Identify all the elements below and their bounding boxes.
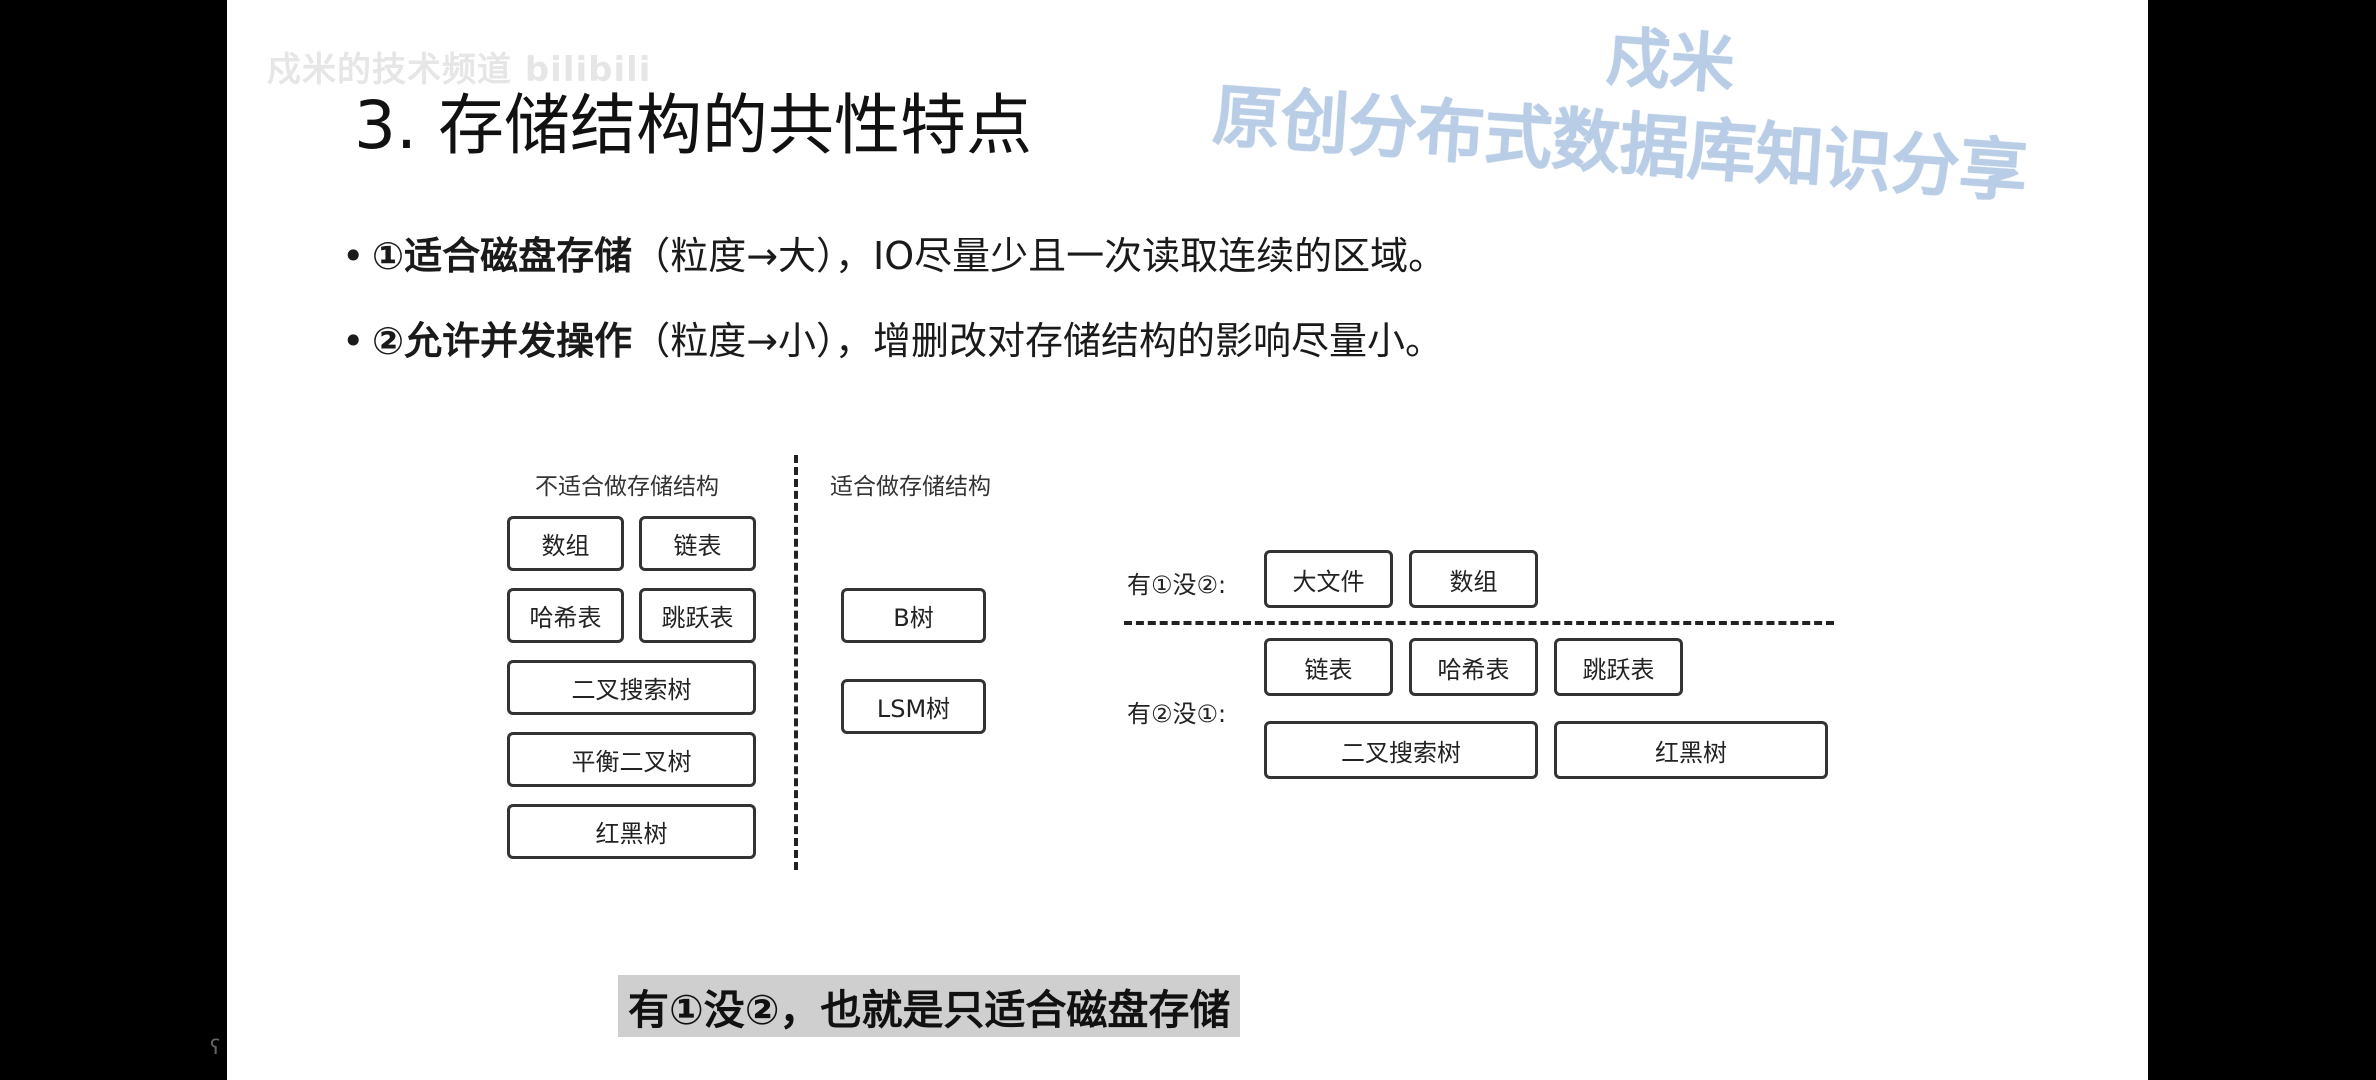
box-skip-list: 跳跃表: [639, 588, 756, 643]
box-array: 数组: [507, 516, 624, 571]
corner-mark: ʕ: [210, 1035, 221, 1059]
box-array-2: 数组: [1409, 550, 1538, 608]
video-subtitle: 有①没②，也就是只适合磁盘存储: [618, 975, 1241, 1037]
bullet-2: •②允许并发操作（粒度→小），增删改对存储结构的影响尽量小。: [342, 310, 1443, 365]
row2-label: 有②没①:: [1127, 700, 1227, 728]
bullet-2-rest: （粒度→小），增删改对存储结构的影响尽量小。: [632, 319, 1444, 363]
box-lsm-tree: LSM树: [841, 679, 986, 734]
bullet-1: •①适合磁盘存储（粒度→大），IO尽量少且一次读取连续的区域。: [342, 225, 1446, 280]
bullet-dot: •: [342, 234, 365, 278]
bullet-1-rest: （粒度→大），IO尽量少且一次读取连续的区域。: [632, 234, 1447, 278]
box-skip-list-2: 跳跃表: [1554, 638, 1683, 696]
box-large-file: 大文件: [1264, 550, 1393, 608]
bullet-dot: •: [342, 319, 365, 363]
box-bst: 二叉搜索树: [507, 660, 756, 715]
slide: 戍米的技术频道 bilibili 戍米 原创分布式数据库知识分享 3. 存储结构…: [227, 0, 2148, 1080]
box-b-tree: B树: [841, 588, 986, 643]
structure-diagram: 不适合做存储结构 适合做存储结构 数组 链表 哈希表 跳跃表 二叉搜索树 平衡二…: [227, 0, 2148, 1080]
suitable-label: 适合做存储结构: [830, 474, 991, 500]
box-hash-table: 哈希表: [507, 588, 624, 643]
bullet-2-bold: ②允许并发操作: [372, 319, 633, 363]
row1-label: 有①没②:: [1127, 571, 1227, 599]
vertical-divider: [794, 455, 798, 870]
bullet-1-bold: ①适合磁盘存储: [372, 234, 633, 278]
slide-title: 3. 存储结构的共性特点: [354, 87, 1032, 164]
unsuitable-label: 不适合做存储结构: [535, 474, 719, 500]
box-rb-tree: 红黑树: [507, 804, 756, 859]
box-linked-list-2: 链表: [1264, 638, 1393, 696]
box-balanced-bt: 平衡二叉树: [507, 732, 756, 787]
horizontal-divider: [1124, 621, 1834, 625]
box-hash-table-2: 哈希表: [1409, 638, 1538, 696]
box-bst-2: 二叉搜索树: [1264, 721, 1538, 779]
channel-watermark: 戍米的技术频道 bilibili: [267, 50, 652, 90]
box-rb-tree-2: 红黑树: [1554, 721, 1828, 779]
box-linked-list: 链表: [639, 516, 756, 571]
